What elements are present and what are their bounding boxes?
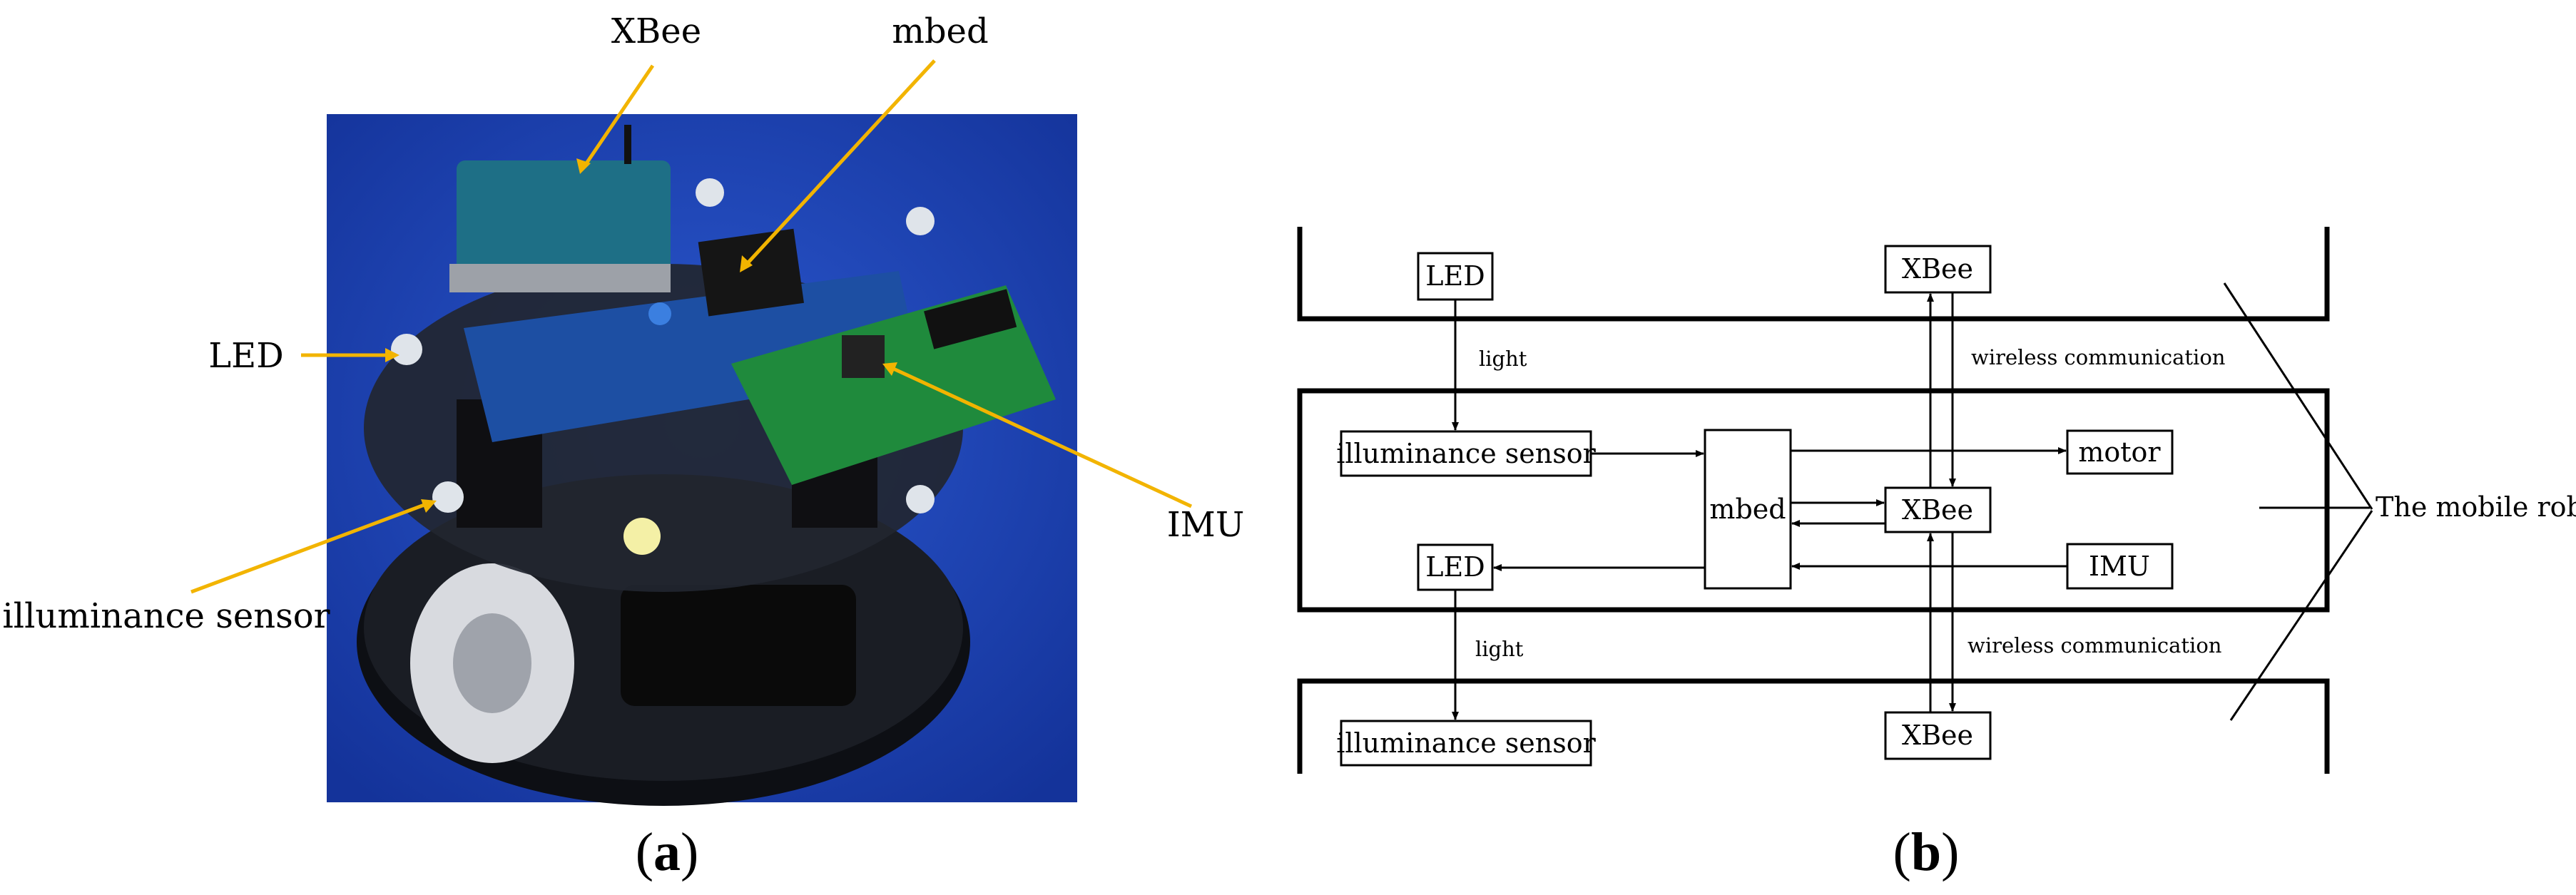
mbed-chip (698, 228, 804, 317)
label-mobile-robot: The mobile robot (2376, 491, 2576, 523)
label-mbed: mbed (1709, 493, 1786, 525)
robot-bottom-enclosure (1297, 678, 2330, 774)
xbee-socket (449, 264, 671, 292)
box-mid-xbee (1884, 486, 1992, 533)
callout-line-mbed (745, 59, 936, 265)
robot-top-enclosure (1297, 227, 2330, 322)
xbee-module (457, 160, 671, 275)
callout-led: LED (208, 336, 283, 376)
callout-mbed: mbed (892, 11, 988, 51)
label-bottom-illuminance: illuminance sensor (1336, 727, 1596, 759)
box-motor (2066, 429, 2174, 475)
box-bottom-illuminance (1340, 720, 1592, 767)
callout-arrow-imu (882, 362, 897, 376)
label-mid-xbee: XBee (1902, 494, 1973, 526)
callout-arrow-xbee (576, 158, 591, 174)
label-mid-illuminance: illuminance sensor (1336, 438, 1596, 469)
label-top-led: LED (1425, 260, 1485, 292)
callout-lines (190, 59, 1193, 594)
label-bottom-xbee: XBee (1902, 720, 1973, 751)
diagram-arrows (1452, 292, 2067, 720)
illuminance-sensor-right (906, 485, 935, 513)
caption-b-close: ) (1941, 822, 1959, 882)
label-bottom-wireless: wireless communication (1967, 633, 2221, 658)
caption-b-letter: b (1911, 822, 1941, 882)
battery-pack (621, 585, 856, 706)
label-top-wireless: wireless communication (1971, 345, 2225, 369)
callout-illuminance-sensor: illuminance sensor (2, 596, 330, 636)
caption-a-letter: a (653, 822, 681, 882)
callout-imu: IMU (1167, 505, 1245, 545)
led-top (696, 178, 724, 207)
mbed-board (464, 271, 920, 442)
robot-photo (327, 114, 1077, 806)
pointer-bottom (2229, 510, 2373, 721)
box-bottom-xbee (1884, 711, 1992, 760)
box-mbed (1704, 429, 1792, 590)
led-yellow (623, 518, 661, 555)
callout-arrow-illuminance (421, 499, 437, 513)
box-mid-illuminance (1340, 430, 1592, 477)
callout-arrow-mbed (740, 255, 753, 272)
robot-middle-enclosure (1297, 388, 2330, 613)
pointer-top (2223, 282, 2373, 510)
label-mid-led: LED (1425, 551, 1485, 583)
callout-arrow-led (385, 348, 399, 362)
label-bottom-light: light (1475, 637, 1524, 661)
caption-a: (a) (636, 822, 699, 882)
illuminance-sensor-left (432, 481, 464, 513)
label-motor: motor (2078, 436, 2161, 468)
robot-label-pointers (2223, 282, 2373, 721)
box-imu (2066, 543, 2174, 590)
wheel-hub (453, 613, 531, 713)
caption-b-open: ( (1893, 822, 1911, 882)
callout-line-imu (889, 365, 1193, 508)
label-imu: IMU (2089, 551, 2150, 582)
mbed-led (648, 302, 671, 325)
imu-connector (924, 289, 1017, 349)
robot-enclosures (1297, 227, 2330, 774)
panel-a: XBee mbed LED IMU illuminance sensor (a) (2, 11, 1244, 882)
callout-line-illuminance (190, 501, 429, 594)
diagram-boxes (1340, 245, 2174, 767)
imu-chip (842, 335, 885, 378)
callout-line-xbee (583, 64, 655, 167)
led-right (906, 207, 935, 235)
caption-a-open: ( (636, 822, 653, 882)
caption-a-close: ) (681, 822, 698, 882)
led-front (391, 334, 422, 365)
caption-b: (b) (1893, 822, 1960, 882)
callout-xbee: XBee (611, 11, 701, 51)
box-top-xbee (1884, 245, 1992, 294)
label-top-xbee: XBee (1902, 253, 1973, 285)
panel-b: LED XBee light wireless communication il… (1297, 227, 2576, 882)
box-top-led (1417, 252, 1494, 301)
label-top-light: light (1479, 347, 1527, 371)
